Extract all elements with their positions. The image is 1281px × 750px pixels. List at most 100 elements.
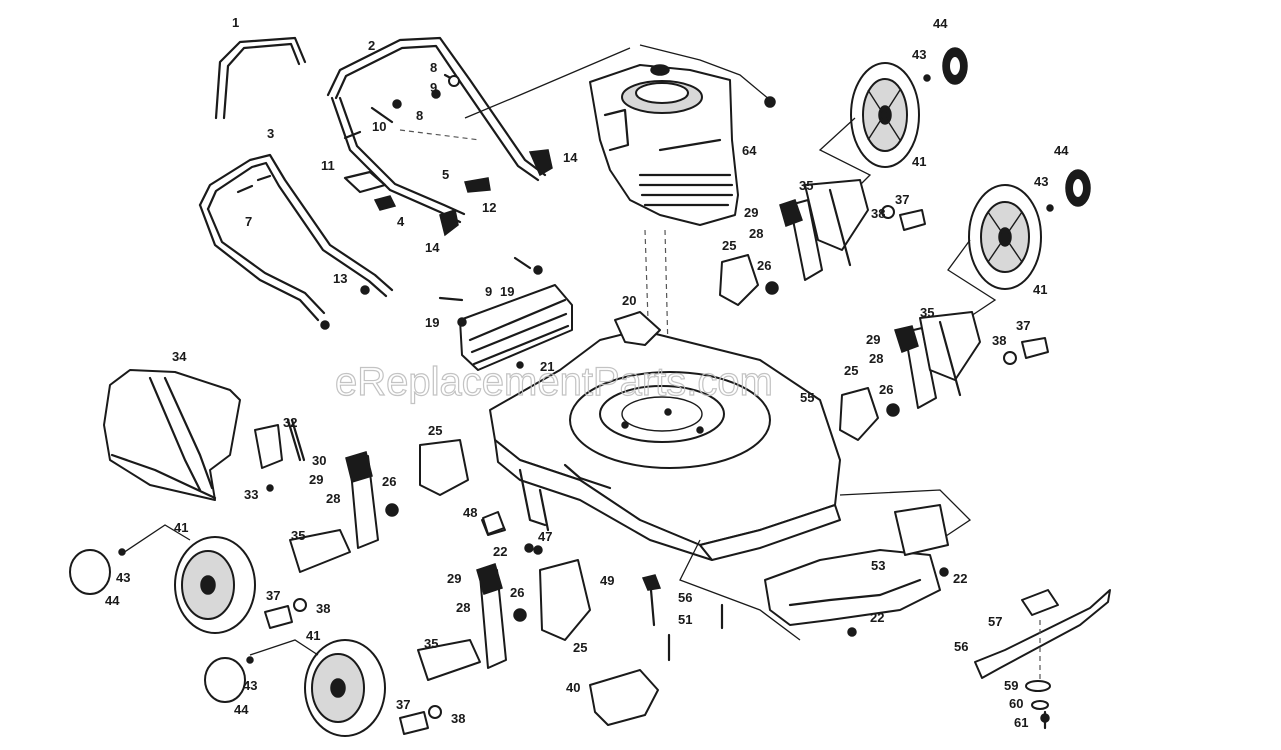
- callout-37a: 37: [895, 192, 909, 207]
- watermark-text: eReplacementParts.com: [335, 360, 773, 404]
- wheel-upper-right: [818, 62, 920, 201]
- callout-28d: 28: [456, 600, 470, 615]
- callout-47: 47: [538, 529, 552, 544]
- callout-57: 57: [988, 614, 1002, 629]
- rear-door-spring-assembly: [254, 418, 306, 492]
- callout-11: 11: [321, 158, 335, 173]
- callout-51: 51: [678, 612, 692, 627]
- callout-61: 61: [1014, 715, 1028, 730]
- callout-4: 4: [397, 214, 405, 229]
- grass-catcher-part-34: [103, 369, 241, 501]
- callout-13: 13: [333, 271, 347, 286]
- callout-44a: 44: [933, 16, 948, 31]
- callout-21: 21: [540, 359, 554, 374]
- callout-29c: 29: [309, 472, 323, 487]
- callout-40: 40: [566, 680, 580, 695]
- handle-hardware: [236, 47, 631, 330]
- callout-10: 10: [372, 119, 386, 134]
- callout-53: 53: [871, 558, 885, 573]
- small-hardware-misc: [482, 511, 949, 726]
- mower-deck: [489, 311, 841, 561]
- callout-29b: 29: [866, 332, 880, 347]
- callout-35b: 35: [920, 305, 934, 320]
- callout-14a: 14: [563, 150, 578, 165]
- wheel-lower-left-rear: [249, 639, 386, 737]
- axle-assemblies-left: [264, 529, 481, 735]
- callout-22c: 22: [870, 610, 884, 625]
- callout-35a: 35: [799, 178, 813, 193]
- wheel-cap-lower-right: [1046, 169, 1091, 212]
- callout-26d: 26: [510, 585, 524, 600]
- callout-49: 49: [600, 573, 614, 588]
- wheel-cap-upper-right: [923, 47, 968, 85]
- blade-assembly: [974, 589, 1111, 730]
- rear-door-part-19: [438, 256, 573, 371]
- upper-handle-part-2: [326, 36, 547, 224]
- callout-5: 5: [442, 167, 449, 182]
- callout-35d: 35: [424, 636, 438, 651]
- callout-19b: 19: [425, 315, 439, 330]
- callout-37d: 37: [396, 697, 410, 712]
- callout-44d: 44: [234, 702, 249, 717]
- callout-3: 3: [267, 126, 274, 141]
- rear-baffle-part-53: [679, 489, 972, 641]
- callout-44b: 44: [1054, 143, 1069, 158]
- callout-29d: 29: [447, 571, 461, 586]
- callout-48: 48: [463, 505, 477, 520]
- callout-34: 34: [172, 349, 187, 364]
- callout-22b: 22: [953, 571, 967, 586]
- callout-labels: 1 2 3 4 5 7 8 8 9 9 10 11 12 13 14 14 19…: [105, 15, 1069, 730]
- callout-26b: 26: [879, 382, 893, 397]
- callout-60: 60: [1009, 696, 1023, 711]
- callout-19a: 19: [500, 284, 514, 299]
- callout-33: 33: [244, 487, 258, 502]
- callout-30: 30: [312, 453, 326, 468]
- callout-38d: 38: [451, 711, 465, 726]
- callout-29a: 29: [744, 205, 758, 220]
- callout-44c: 44: [105, 593, 120, 608]
- callout-28c: 28: [326, 491, 340, 506]
- callout-37c: 37: [266, 588, 280, 603]
- callout-59: 59: [1004, 678, 1018, 693]
- callout-25a: 25: [722, 238, 736, 253]
- callout-56b: 56: [954, 639, 968, 654]
- callout-43b: 43: [1034, 174, 1048, 189]
- wheel-height-adjusters-right: [719, 179, 1049, 441]
- engine-part-64: [589, 44, 776, 351]
- callout-2: 2: [368, 38, 375, 53]
- callout-38b: 38: [992, 333, 1006, 348]
- handle-bracket-part-1: [214, 36, 307, 120]
- callout-38a: 38: [871, 206, 885, 221]
- callout-43d: 43: [243, 678, 257, 693]
- callout-55: 55: [800, 390, 814, 405]
- callout-22a: 22: [493, 544, 507, 559]
- callout-20: 20: [622, 293, 636, 308]
- callout-8b: 8: [416, 108, 423, 123]
- callout-1: 1: [232, 15, 239, 30]
- callout-25c: 25: [428, 423, 442, 438]
- callout-14b: 14: [425, 240, 440, 255]
- callout-43a: 43: [912, 47, 926, 62]
- callout-56a: 56: [678, 590, 692, 605]
- callout-41c: 41: [174, 520, 188, 535]
- callout-37b: 37: [1016, 318, 1030, 333]
- callout-41d: 41: [306, 628, 320, 643]
- wheel-caps-left: [69, 548, 254, 703]
- callout-25d: 25: [573, 640, 587, 655]
- callout-9a: 9: [430, 80, 437, 95]
- callout-43c: 43: [116, 570, 130, 585]
- callout-64: 64: [742, 143, 757, 158]
- wheel-lower-left-front: [119, 524, 256, 634]
- callout-38c: 38: [316, 601, 330, 616]
- callout-32: 32: [283, 415, 297, 430]
- callout-26c: 26: [382, 474, 396, 489]
- callout-7: 7: [245, 214, 252, 229]
- callout-41a: 41: [912, 154, 926, 169]
- callout-9b: 9: [485, 284, 492, 299]
- lower-handle-part-3: [198, 153, 394, 322]
- callout-12: 12: [482, 200, 496, 215]
- callout-35c: 35: [291, 528, 305, 543]
- callout-28b: 28: [869, 351, 883, 366]
